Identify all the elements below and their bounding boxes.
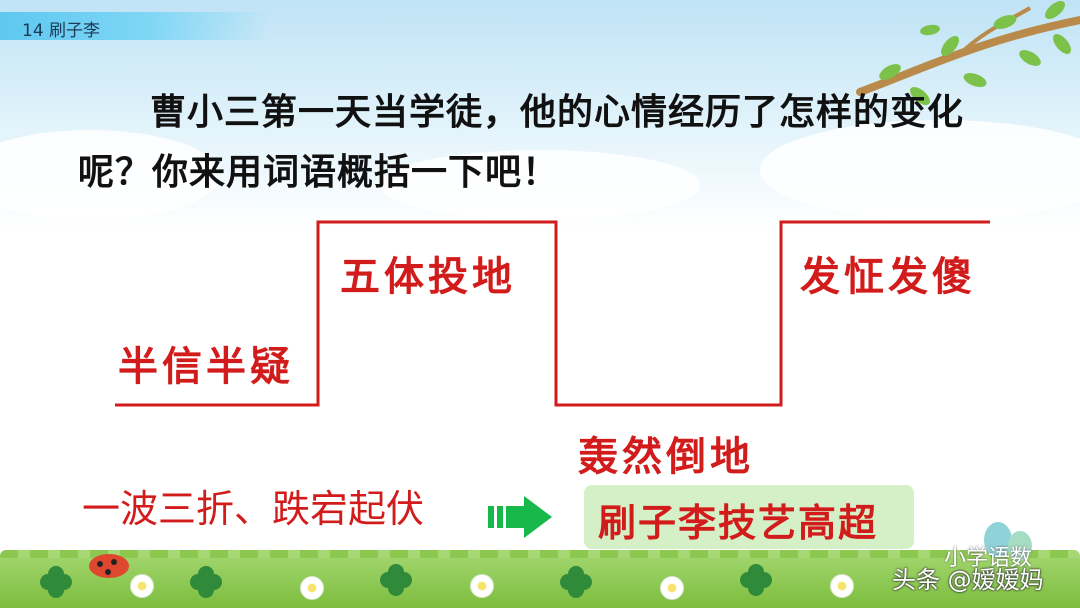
- clover-icon: [190, 566, 224, 600]
- flower-icon: [830, 574, 854, 598]
- right-arrow-icon: [488, 496, 552, 538]
- result-box: [584, 485, 914, 549]
- question-text: 曹小三第一天当学徒，他的心情经历了怎样的变化呢？你来用词语概括一下吧！: [78, 91, 965, 193]
- mood-step-2: 五体投地: [340, 253, 516, 300]
- flower-icon: [470, 574, 494, 598]
- summary-text: 一波三折、跌宕起伏: [82, 487, 425, 531]
- flower-icon: [130, 574, 154, 598]
- clover-icon: [740, 564, 774, 598]
- mood-step-1: 半信半疑: [118, 343, 294, 390]
- lesson-title: 14 刷子李: [22, 21, 101, 41]
- lesson-title-bar: [0, 12, 270, 40]
- clover-icon: [40, 566, 74, 600]
- cloud: [760, 120, 1080, 220]
- mood-step-4: 发怔发傻: [800, 253, 976, 300]
- watermark-source: 头条 @嫒嫒妈: [892, 566, 1044, 594]
- grass-ground: [0, 558, 1080, 608]
- cloud: [380, 150, 700, 220]
- flower-icon: [300, 576, 324, 600]
- result-text: 刷子李技艺高超: [598, 500, 879, 545]
- clover-icon: [560, 566, 594, 600]
- eggs-icon: [984, 522, 1032, 561]
- watermark-account: 小学语数: [944, 546, 1033, 571]
- mood-step-3: 轰然倒地: [578, 433, 754, 480]
- ladybug-icon: [89, 554, 129, 578]
- flower-icon: [660, 576, 684, 600]
- cloud: [0, 130, 220, 220]
- clover-icon: [380, 564, 414, 598]
- tree-branch-decoration: [856, 1, 1080, 105]
